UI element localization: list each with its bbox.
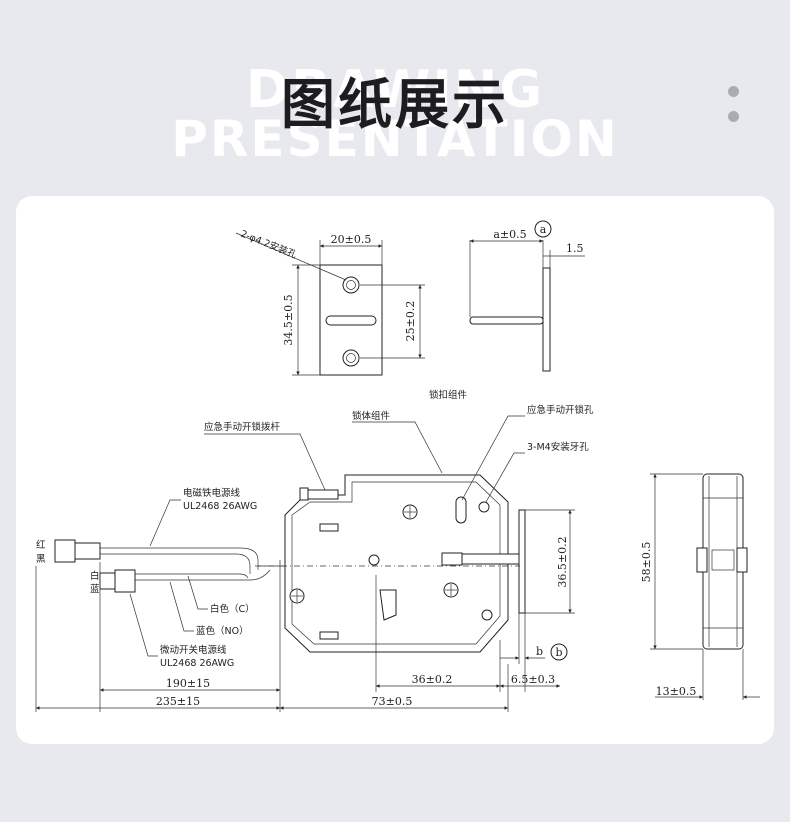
label-body-assembly: 锁体组件 [352,410,391,422]
dot [728,86,739,97]
latch-tongue [441,552,463,566]
dim-235: 235±15 [156,695,200,708]
dim-b: b [536,645,543,658]
holes-label: 2-φ4.2安装孔 [239,228,299,262]
bracket-tongue [469,316,544,325]
label-white-c: 白色（C） [210,603,255,615]
bracket-dim-a: a±0.5 [493,228,526,241]
label-white: 白 [90,570,100,582]
label-power-line-1: 电磁铁电源线 [183,487,241,499]
label-power-line-2: UL2468 26AWG [183,501,257,512]
dim-190: 190±15 [166,677,210,690]
main-view: 锁扣组件 锁体组件 应急手动开锁拨杆 应急手动开锁孔 3-M4安装牙孔 电磁铁电… [35,389,594,712]
label-blue-no: 蓝色（NO） [196,625,249,637]
plate-width-dim: 20±0.5 [331,233,372,246]
dim-73: 73±0.5 [372,695,413,708]
plate-view: 20±0.5 34.5±0.5 25±0.2 2-φ4.2安装孔 [235,228,425,376]
dim-36: 36±0.2 [412,673,453,686]
label-m4-holes: 3-M4安装牙孔 [527,441,589,453]
header-bg-word-presentation: PRESENTATION [171,110,619,168]
side-view: 58±0.5 13±0.5 [640,473,760,700]
label-black: 黑 [36,554,46,565]
plate-height-dim: 34.5±0.5 [282,294,295,345]
latch-plate [518,509,526,614]
label-switch-line-1: 微动开关电源线 [160,644,227,656]
label-red: 红 [36,539,46,551]
mount-hole-top-inner [346,280,356,290]
drawing-card [16,196,774,744]
mount-hole-bottom [342,349,360,367]
connector-white-blue [114,569,136,593]
bracket-thickness-dim: 1.5 [566,242,584,255]
header-bg-word-drawing: DRAWING [245,60,545,120]
label-blue: 蓝 [90,583,100,595]
connector-red-black [54,539,76,563]
micro-switch [379,589,397,621]
callout-b: b [555,646,562,659]
side-height-dim: 58±0.5 [640,542,653,583]
dim-6-5: 6.5±0.3 [511,673,555,686]
more-options-icon[interactable] [728,86,742,126]
label-switch-line-2: UL2468 26AWG [160,658,234,669]
label-emergency-hole: 应急手动开锁孔 [527,404,594,416]
mount-hole-bottom-inner [346,353,356,363]
bracket-plate [542,267,551,372]
page-title: 图纸展示 [281,73,509,136]
mount-hole-top [342,276,360,294]
side-width-dim: 13±0.5 [656,685,697,698]
header: DRAWING PRESENTATION 图纸展示 [0,0,790,190]
bracket-view: a±0.5 a 1.5 [469,220,585,372]
label-latch-assembly: 锁扣组件 [429,389,468,401]
emergency-hole [455,496,467,524]
center-slot [325,315,377,326]
latch-height-dim: 36.5±0.2 [556,536,569,587]
dot [728,111,739,122]
label-emergency-lever: 应急手动开锁拨杆 [204,421,281,433]
callout-a: a [540,223,547,236]
hole-spacing-dim: 25±0.2 [404,301,417,342]
